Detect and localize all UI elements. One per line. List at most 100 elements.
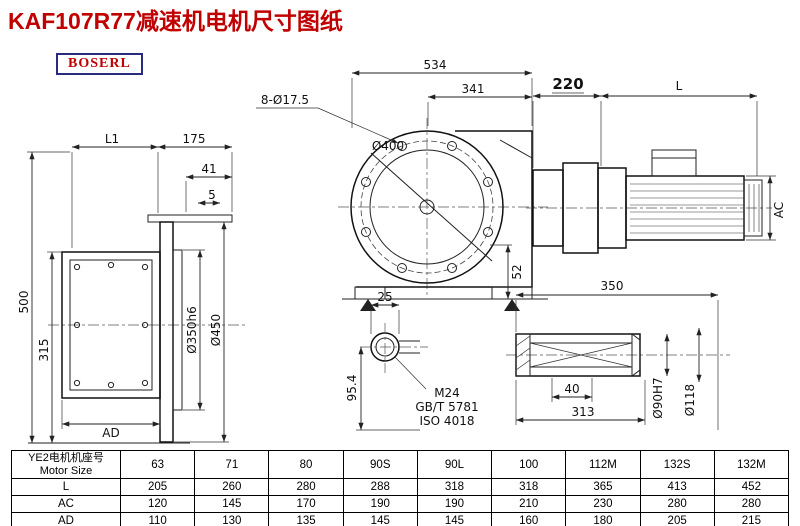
bolt-hole bbox=[483, 177, 493, 187]
dim-534-label: 534 bbox=[424, 58, 447, 72]
terminal-box bbox=[651, 149, 697, 177]
table-row-l: L 205 260 280 288 318 318 365 413 452 bbox=[11, 478, 790, 496]
gb-standard-label: GB/T 5781 bbox=[415, 400, 478, 414]
shaft-detail-view: 350 40 313 Ø90H7 Ø118 bbox=[506, 279, 730, 430]
cell: 210 bbox=[491, 495, 567, 513]
support-symbol bbox=[504, 299, 520, 311]
cell: 318 bbox=[491, 478, 567, 496]
cell: 288 bbox=[342, 478, 418, 496]
support-symbol bbox=[360, 299, 376, 311]
thread-spec-label: M24 bbox=[434, 386, 460, 400]
cell: 145 bbox=[194, 495, 270, 513]
size-col-header: 132S bbox=[639, 450, 715, 479]
cell: 215 bbox=[713, 512, 790, 526]
bolt-hole bbox=[361, 177, 371, 187]
row-label: L bbox=[11, 478, 121, 496]
cell: 318 bbox=[416, 478, 493, 496]
dim-313-label: 313 bbox=[572, 405, 595, 419]
dim-ac-label: AC bbox=[772, 202, 786, 218]
cell: 260 bbox=[194, 478, 270, 496]
cell: 190 bbox=[416, 495, 493, 513]
bolt-circle bbox=[360, 140, 494, 274]
cell: 280 bbox=[713, 495, 790, 513]
dim-315-label: 315 bbox=[37, 339, 51, 362]
cell: 130 bbox=[194, 512, 270, 526]
dim-500-label: 500 bbox=[17, 291, 31, 314]
dim-220-label: 220 bbox=[552, 75, 583, 93]
size-col-header: 100 bbox=[491, 450, 567, 479]
motor-size-header-cell: YE2电机机座号 Motor Size bbox=[11, 450, 121, 479]
table-row-ad: AD 110 130 135 145 145 160 180 205 215 bbox=[11, 512, 790, 526]
bolt-hole bbox=[397, 141, 407, 151]
fastener-detail: 25 95.4 M24 GB/T 5781 ISO 4018 bbox=[345, 290, 479, 431]
cell: 205 bbox=[119, 478, 196, 496]
output-flange bbox=[159, 221, 174, 443]
size-col-header: 132M bbox=[713, 450, 790, 479]
fan-cover bbox=[743, 179, 763, 237]
dim-ad-label: AD bbox=[102, 426, 119, 440]
flange-spigot bbox=[172, 249, 183, 411]
cell: 413 bbox=[639, 478, 715, 496]
dim-bore-label: Ø90H7 bbox=[651, 377, 665, 418]
left-view: L1 175 41 5 500 315 AD Ø350h6 Ø450 bbox=[17, 132, 246, 444]
cell: 452 bbox=[713, 478, 790, 496]
dim-175-label: 175 bbox=[183, 132, 206, 146]
dim-350-label: 350 bbox=[601, 279, 624, 293]
bolt-hole bbox=[483, 227, 493, 237]
motor-size-header-cn: YE2电机机座号 bbox=[28, 451, 104, 464]
dim-118-label: Ø118 bbox=[683, 384, 697, 416]
cell: 160 bbox=[491, 512, 567, 526]
motor-size-header-en: Motor Size bbox=[39, 464, 93, 477]
dim-40-label: 40 bbox=[564, 382, 579, 396]
dim-spigot-dia-label: Ø350h6 bbox=[185, 306, 199, 354]
dim-l1-label: L1 bbox=[105, 132, 119, 146]
dim-95-4-label: 95.4 bbox=[345, 375, 359, 402]
gearbox-cover bbox=[69, 259, 153, 391]
dim-400-label: Ø400 bbox=[372, 139, 404, 153]
cell: 135 bbox=[268, 512, 344, 526]
dim-41-label: 41 bbox=[201, 162, 216, 176]
table-header-row: YE2电机机座号 Motor Size 63 71 80 90S 90L 100… bbox=[11, 450, 790, 479]
row-label: AD bbox=[11, 512, 121, 526]
dim-25-label: 25 bbox=[377, 290, 392, 304]
iso-standard-label: ISO 4018 bbox=[420, 414, 475, 428]
bolt-hole bbox=[447, 263, 457, 273]
size-col-header: 80 bbox=[268, 450, 344, 479]
dim-motor-l-label: L bbox=[676, 79, 683, 93]
dim-52-label: 52 bbox=[510, 264, 524, 279]
cell: 205 bbox=[639, 512, 715, 526]
size-col-header: 71 bbox=[194, 450, 270, 479]
cell: 280 bbox=[268, 478, 344, 496]
technical-drawing: L1 175 41 5 500 315 AD Ø350h6 Ø450 bbox=[17, 58, 786, 444]
dim-bolt-pattern-label: 8-Ø17.5 bbox=[261, 93, 309, 107]
bolt-hole bbox=[447, 141, 457, 151]
foot-plate bbox=[147, 214, 233, 223]
bolt-hole bbox=[397, 263, 407, 273]
row-label: AC bbox=[11, 495, 121, 513]
page-title: KAF107R77减速机电机尺寸图纸 bbox=[8, 8, 343, 34]
cell: 190 bbox=[342, 495, 418, 513]
size-col-header: 90L bbox=[416, 450, 493, 479]
foot-right bbox=[491, 286, 533, 300]
dim-341-label: 341 bbox=[462, 82, 485, 96]
housing-outline bbox=[356, 130, 533, 288]
motor-size-table: YE2电机机座号 Motor Size 63 71 80 90S 90L 100… bbox=[11, 450, 790, 526]
cell: 230 bbox=[565, 495, 641, 513]
bolt-hole bbox=[361, 227, 371, 237]
size-col-header: 90S bbox=[342, 450, 418, 479]
cell: 280 bbox=[639, 495, 715, 513]
cell: 145 bbox=[416, 512, 493, 526]
size-col-header: 112M bbox=[565, 450, 641, 479]
cell: 110 bbox=[119, 512, 196, 526]
dim-5-label: 5 bbox=[208, 188, 216, 202]
brand-logo: BOSERL bbox=[56, 53, 143, 75]
cell: 145 bbox=[342, 512, 418, 526]
cell: 365 bbox=[565, 478, 641, 496]
cell: 170 bbox=[268, 495, 344, 513]
cell: 180 bbox=[565, 512, 641, 526]
dim-flange-dia-label: Ø450 bbox=[209, 314, 223, 346]
motor-view: 220 L AC bbox=[526, 75, 786, 254]
front-view: 534 341 8-Ø17.5 Ø400 52 bbox=[256, 58, 548, 311]
size-col-header: 63 bbox=[119, 450, 196, 479]
